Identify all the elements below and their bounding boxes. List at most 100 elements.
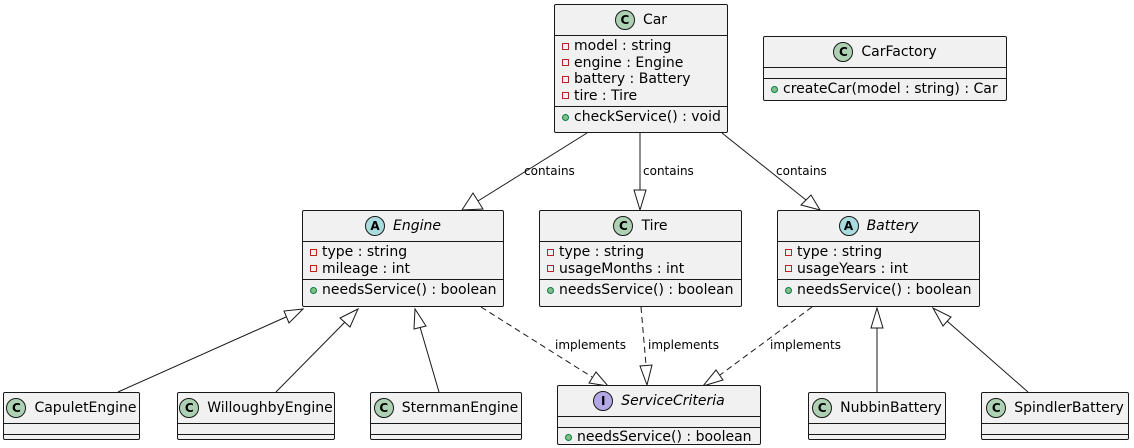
field-row: tire : Tire [562,88,721,105]
methods-section [809,434,945,445]
methods-section [178,434,334,445]
field-row: type : string [785,244,973,261]
methods-section: needsService() : boolean [303,279,503,301]
class-name: SternmanEngine [401,400,519,416]
method-row: needsService() : boolean [547,282,735,299]
class-icon: C [6,398,27,418]
class-header: C CarFactory [764,37,1006,67]
class-name: CapuletEngine [34,400,137,416]
class-header: C Tire [540,211,741,241]
class-header: C Car [555,5,727,35]
private-icon [547,248,554,256]
edge-label-car-battery: contains [776,164,827,178]
fields-section [4,423,139,434]
class-engine[interactable]: A Engine type : string mileage : int nee… [302,210,504,307]
class-header: C SpindlerBattery [982,393,1128,423]
edge-car-battery [721,132,822,211]
edge-sternman-engine [413,307,440,393]
edge-label-engine-sc: implements [555,338,626,352]
class-name: WilloughbyEngine [207,400,333,416]
class-header: A Engine [303,211,503,241]
edge-label-car-tire: contains [643,164,694,178]
edge-battery-servicecriteria [701,306,813,387]
fields-section: type : string usageYears : int [778,241,979,279]
method-row: needsService() : boolean [310,282,497,299]
class-tire[interactable]: C Tire type : string usageMonths : int n… [539,210,742,307]
class-name: Battery [866,218,919,234]
class-icon: C [833,42,854,62]
class-willoughbyengine[interactable]: C WilloughbyEngine [177,392,335,440]
class-spindlerbattery[interactable]: C SpindlerBattery [981,392,1129,440]
class-capuletengine[interactable]: C CapuletEngine [3,392,140,440]
method-row: needsService() : boolean [565,429,754,446]
edge-willoughby-engine [275,307,360,393]
field-row: battery : Battery [562,71,721,88]
edge-label-car-engine: contains [524,164,575,178]
private-icon [562,59,569,67]
fields-section [178,423,334,434]
class-nubbinbattery[interactable]: C NubbinBattery [808,392,946,440]
class-carfactory[interactable]: C CarFactory createCar(model : string) :… [763,36,1007,101]
methods-section: checkService() : void [555,106,727,128]
fields-section [558,416,760,427]
class-name: Tire [641,218,668,234]
class-sternmanengine[interactable]: C SternmanEngine [370,392,522,440]
fields-section: type : string mileage : int [303,241,503,279]
class-icon: C [613,216,634,236]
fields-section: model : string engine : Engine battery :… [555,35,727,106]
methods-section [982,434,1128,445]
method-row: createCar(model : string) : Car [771,81,1000,98]
methods-section: needsService() : boolean [778,279,979,301]
class-header: C NubbinBattery [809,393,945,423]
private-icon [310,248,317,256]
public-icon [565,433,572,441]
interface-icon: I [593,391,614,411]
field-row: model : string [562,38,721,55]
methods-section [371,434,521,445]
edge-spindler-battery [931,306,1029,393]
fields-section [371,423,521,434]
class-header: C WilloughbyEngine [178,393,334,423]
edge-label-battery-sc: implements [770,338,841,352]
edge-tire-servicecriteria [639,306,653,387]
public-icon [771,85,778,93]
class-icon: C [812,398,833,418]
class-name: CarFactory [861,44,937,60]
private-icon [562,92,569,100]
private-icon [562,75,569,83]
interface-servicecriteria[interactable]: I ServiceCriteria needsService() : boole… [557,385,761,445]
class-icon: C [614,10,635,30]
class-header: A Battery [778,211,979,241]
fields-section [764,67,1006,78]
class-car[interactable]: C Car model : string engine : Engine bat… [554,4,728,133]
class-name: Engine [393,218,441,234]
field-row: usageYears : int [785,261,973,278]
class-battery[interactable]: A Battery type : string usageYears : int… [777,210,980,307]
class-name: SpindlerBattery [1014,400,1124,416]
methods-section: createCar(model : string) : Car [764,78,1006,100]
abstract-class-icon: A [838,216,859,236]
public-icon [562,113,569,121]
fields-section [809,423,945,434]
edge-nubbin-battery [870,306,884,392]
private-icon [547,265,554,273]
public-icon [785,286,792,294]
field-row: type : string [547,244,735,261]
edge-car-engine [461,132,588,211]
private-icon [785,265,792,273]
public-icon [310,286,317,294]
fields-section [982,423,1128,434]
abstract-class-icon: A [365,216,385,236]
private-icon [310,265,317,273]
fields-section: type : string usageMonths : int [540,241,741,279]
private-icon [785,248,792,256]
class-name: Car [642,12,668,28]
edge-capulet-engine [117,308,305,393]
field-row: type : string [310,244,497,261]
class-icon: C [986,398,1007,418]
field-row: usageMonths : int [547,261,735,278]
class-name: ServiceCriteria [621,393,725,409]
private-icon [562,42,569,50]
field-row: engine : Engine [562,55,721,72]
